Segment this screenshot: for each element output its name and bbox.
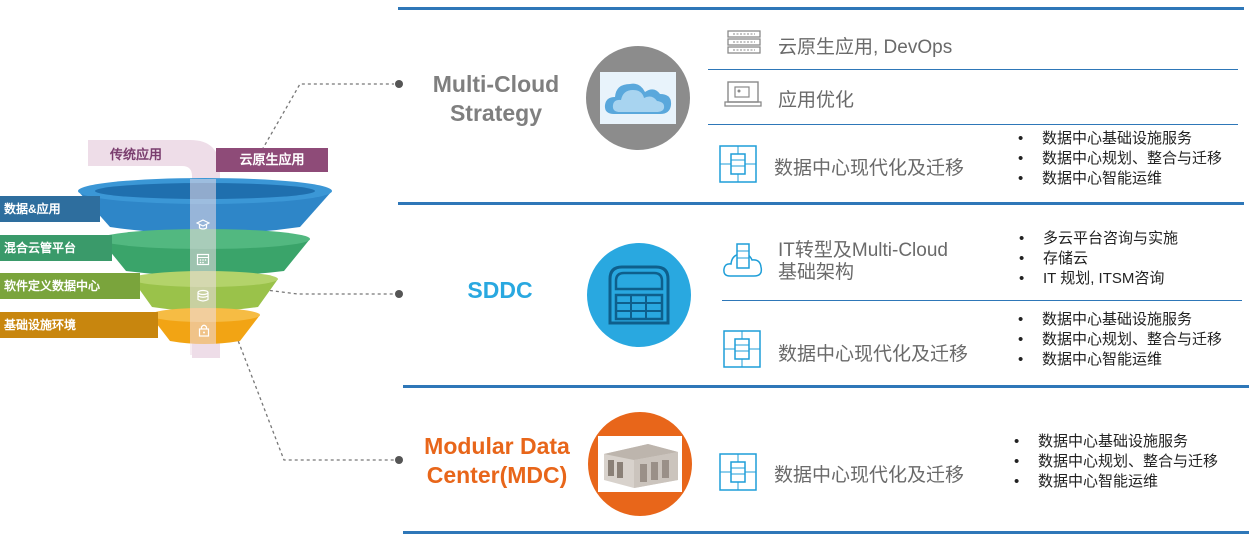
list-item: 数据中心智能运维 <box>1018 350 1222 370</box>
database-icon <box>196 289 210 303</box>
data-center-building-icon <box>606 263 672 327</box>
mdc-circle <box>588 412 692 516</box>
layer-label-sddc: 软件定义数据中心 <box>0 273 140 299</box>
list-item: 数据中心基础设施服务 <box>1014 432 1218 452</box>
lock-icon <box>197 323 211 337</box>
row-app-optimization: 应用优化 <box>778 90 855 111</box>
section-divider-1 <box>398 202 1244 205</box>
layer-label-infrastructure: 基础设施环境 <box>0 312 158 338</box>
row-divider <box>708 69 1238 70</box>
sddc-title: SDDC <box>467 277 533 303</box>
multi-cloud-circle <box>586 46 690 150</box>
traditional-app-label: 传统应用 <box>110 147 163 162</box>
layer-label-data-app: 数据&应用 <box>0 196 100 222</box>
list-item: 数据中心基础设施服务 <box>1018 129 1222 149</box>
server-rack-icon <box>727 30 761 59</box>
row-divider <box>722 300 1242 301</box>
row-divider <box>708 124 1238 125</box>
section-divider-2 <box>403 385 1249 388</box>
list-item: 数据中心智能运维 <box>1018 169 1222 189</box>
funnel-rings <box>78 178 332 355</box>
mdc-title: Modular Data Center(MDC) <box>424 433 570 488</box>
row-dc-modernization: 数据中心现代化及迁移 <box>778 344 969 365</box>
list-item: 多云平台咨询与实施 <box>1019 229 1178 249</box>
list-item: 数据中心基础设施服务 <box>1018 310 1222 330</box>
layer-label-hybrid-cloud: 混合云管平台 <box>0 235 112 261</box>
row-cloud-native-devops: 云原生应用, DevOps <box>778 37 953 58</box>
list-item: 存储云 <box>1019 249 1178 269</box>
datacenter-network-icon <box>723 330 761 373</box>
list-item: 数据中心规划、整合与迁移 <box>1014 452 1218 472</box>
cloud-native-label: 云原生应用 <box>216 148 328 172</box>
row-dc-modernization: 数据中心现代化及迁移 <box>774 158 965 179</box>
sddc-bullet-list-2: 数据中心基础设施服务 数据中心规划、整合与迁移 数据中心智能运维 <box>1018 310 1222 370</box>
cloud-icon <box>600 72 676 124</box>
mdc-bullet-list: 数据中心基础设施服务 数据中心规划、整合与迁移 数据中心智能运维 <box>1014 432 1218 492</box>
multi-cloud-title: Multi-Cloud Strategy <box>432 71 560 126</box>
cloud-server-icon <box>722 242 764 287</box>
list-item: 数据中心智能运维 <box>1014 472 1218 492</box>
computer-monitor-icon <box>724 80 764 115</box>
sddc-bullet-list-1: 多云平台咨询与实施 存储云 IT 规划, ITSM咨询 <box>1019 229 1178 289</box>
sddc-circle <box>587 243 691 347</box>
row-dc-modernization: 数据中心现代化及迁移 <box>774 465 965 486</box>
section-top-line <box>398 7 1244 10</box>
multi-cloud-bullet-list: 数据中心基础设施服务 数据中心规划、整合与迁移 数据中心智能运维 <box>1018 129 1222 189</box>
calendar-icon <box>196 252 210 266</box>
datacenter-network-icon <box>719 453 757 496</box>
list-item: 数据中心规划、整合与迁移 <box>1018 330 1222 350</box>
graduation-cap-icon <box>195 218 211 232</box>
list-item: 数据中心规划、整合与迁移 <box>1018 149 1222 169</box>
row-it-transformation: IT转型及Multi-Cloud 基础架构 <box>778 240 948 283</box>
modular-container-icon <box>598 436 682 492</box>
datacenter-network-icon <box>719 145 757 188</box>
section-bottom-line <box>403 531 1249 534</box>
list-item: IT 规划, ITSM咨询 <box>1019 269 1178 289</box>
